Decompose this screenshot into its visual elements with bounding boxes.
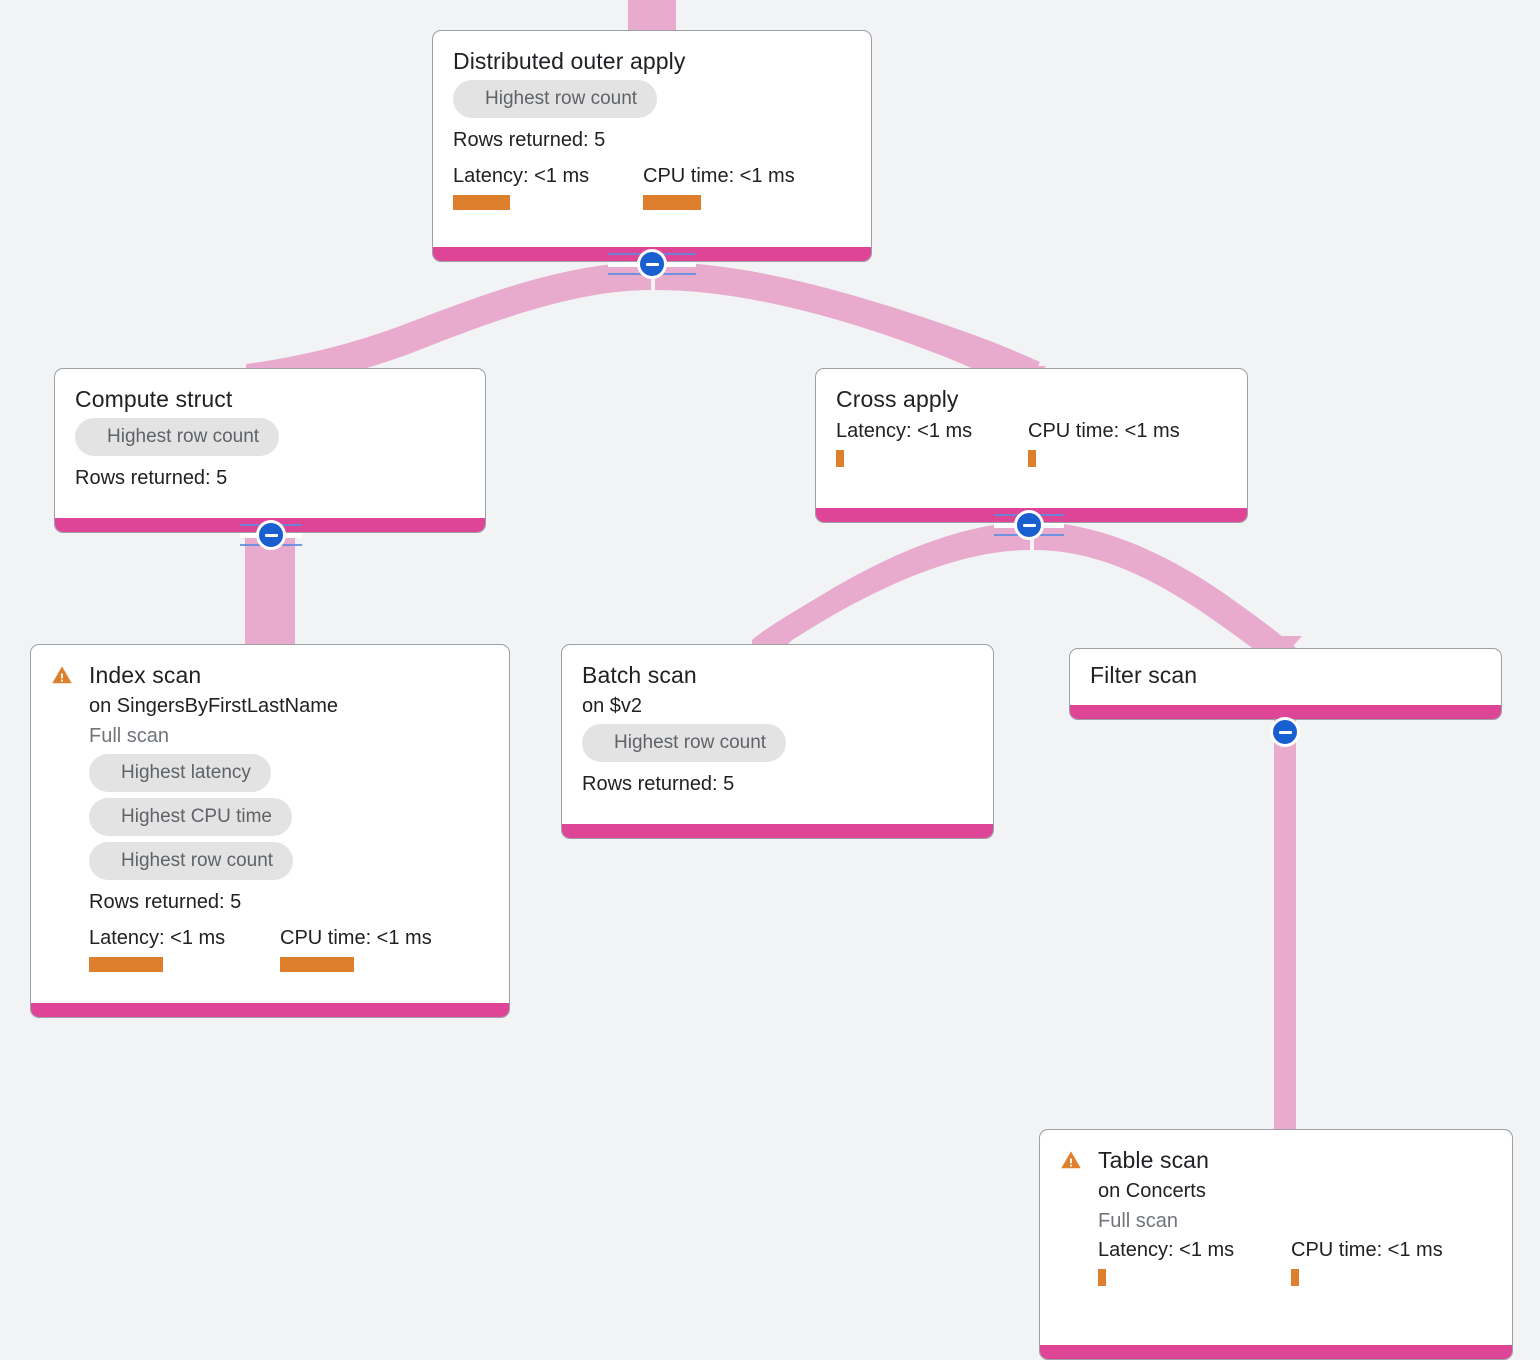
- metric-latency-bar: [1098, 1269, 1106, 1286]
- node-subtitle: on $v2: [582, 695, 643, 717]
- node-body: Batch scan on $v2 Highest row count Rows…: [562, 645, 993, 824]
- node-title: Cross apply: [836, 386, 959, 412]
- node-full-scan-label: Full scan: [89, 725, 170, 747]
- rows-returned-label: Rows returned: 5: [582, 773, 735, 795]
- rows-returned-label: Rows returned: 5: [453, 129, 606, 151]
- metric-latency-label: Latency: <1 ms: [89, 927, 226, 949]
- plan-node-cross-apply[interactable]: Cross apply Latency: <1 ms CPU time: <1 …: [815, 368, 1248, 523]
- node-title-row: Distributed outer apply: [453, 47, 851, 75]
- node-metrics: Latency: <1 ms CPU time: <1 ms: [453, 164, 851, 210]
- metric-latency-label: Latency: <1 ms: [1098, 1239, 1235, 1261]
- metric-cpu-time: CPU time: <1 ms: [1291, 1238, 1443, 1286]
- node-title: Index scan: [89, 662, 202, 688]
- node-details: on Concerts Full scan Latency: <1 ms CPU…: [1060, 1176, 1492, 1286]
- node-title: Table scan: [1098, 1147, 1209, 1173]
- node-metrics: Latency: <1 ms CPU time: <1 ms: [1098, 1238, 1492, 1286]
- metric-cpu-time-label: CPU time: <1 ms: [1291, 1239, 1443, 1261]
- node-subtitle: on Concerts: [1098, 1180, 1206, 1202]
- badge-highest-latency: Highest latency: [89, 754, 271, 792]
- node-bottom-bar: [1040, 1345, 1512, 1359]
- collapse-button-filter-scan[interactable]: [1270, 717, 1300, 747]
- node-metrics: Latency: <1 ms CPU time: <1 ms: [89, 926, 489, 972]
- metric-cpu-time-label: CPU time: <1 ms: [280, 927, 432, 949]
- plan-node-index-scan[interactable]: Index scan on SingersByFirstLastName Ful…: [30, 644, 510, 1018]
- node-bottom-bar: [31, 1003, 509, 1017]
- node-title-row: Index scan: [51, 661, 489, 689]
- node-title-row: Filter scan: [1090, 661, 1481, 689]
- node-body: Cross apply Latency: <1 ms CPU time: <1 …: [816, 369, 1247, 508]
- metric-latency: Latency: <1 ms: [836, 419, 1028, 467]
- node-title: Filter scan: [1090, 662, 1198, 688]
- node-title-row: Cross apply: [836, 385, 1227, 413]
- metric-latency-label: Latency: <1 ms: [836, 420, 973, 442]
- badge-highest-row-count: Highest row count: [453, 80, 658, 118]
- plan-node-distributed-outer-apply[interactable]: Distributed outer apply Highest row coun…: [432, 30, 872, 262]
- node-title-row: Compute struct: [75, 385, 465, 413]
- rows-returned-label: Rows returned: 5: [75, 467, 228, 489]
- node-details: on SingersByFirstLastName Full scan High…: [51, 691, 489, 972]
- node-bottom-bar: [562, 824, 993, 838]
- metric-cpu-time: CPU time: <1 ms: [1028, 419, 1180, 467]
- metric-latency-bar: [453, 195, 510, 210]
- warning-icon: [52, 666, 72, 684]
- node-title: Compute struct: [75, 386, 233, 412]
- metric-cpu-time-bar: [1291, 1269, 1299, 1286]
- node-title-row: Batch scan: [582, 661, 973, 689]
- node-body: Index scan on SingersByFirstLastName Ful…: [31, 645, 509, 1003]
- node-subtitle: on SingersByFirstLastName: [89, 695, 338, 717]
- node-body: Compute struct Highest row count Rows re…: [55, 369, 485, 518]
- rows-returned-label: Rows returned: 5: [89, 891, 242, 913]
- collapse-button-cross-apply[interactable]: [1014, 510, 1044, 540]
- metric-latency-bar: [89, 957, 163, 972]
- collapse-button-compute-struct[interactable]: [256, 520, 286, 550]
- node-body: Filter scan: [1070, 649, 1501, 705]
- node-metrics: Latency: <1 ms CPU time: <1 ms: [836, 419, 1227, 467]
- metric-latency-bar: [836, 450, 844, 467]
- metric-cpu-time: CPU time: <1 ms: [280, 926, 432, 972]
- badge-highest-cpu-time: Highest CPU time: [89, 798, 292, 836]
- edge-cross-apply-to-filter-scan: [1034, 522, 1296, 668]
- node-title: Batch scan: [582, 662, 697, 688]
- node-title-row: Table scan: [1060, 1146, 1492, 1174]
- metric-cpu-time-label: CPU time: <1 ms: [1028, 420, 1180, 442]
- node-title: Distributed outer apply: [453, 48, 686, 74]
- metric-latency: Latency: <1 ms: [1098, 1238, 1291, 1286]
- node-body: Distributed outer apply Highest row coun…: [433, 31, 871, 247]
- node-full-scan-label: Full scan: [1098, 1210, 1179, 1232]
- metric-cpu-time-bar: [280, 957, 354, 972]
- plan-node-batch-scan[interactable]: Batch scan on $v2 Highest row count Rows…: [561, 644, 994, 839]
- node-bottom-bar: [1070, 705, 1501, 719]
- metric-cpu-time-bar: [1028, 450, 1036, 467]
- collapse-button-distributed-outer-apply[interactable]: [637, 249, 667, 279]
- metric-latency-label: Latency: <1 ms: [453, 165, 590, 187]
- node-body: Table scan on Concerts Full scan Latency…: [1040, 1130, 1512, 1345]
- edge-root-to-distributed-outer-apply: [628, 0, 676, 32]
- metric-latency: Latency: <1 ms: [89, 926, 280, 972]
- badge-highest-row-count: Highest row count: [582, 724, 787, 762]
- metric-cpu-time: CPU time: <1 ms: [643, 164, 795, 210]
- plan-node-filter-scan[interactable]: Filter scan: [1069, 648, 1502, 720]
- warning-icon: [1061, 1151, 1081, 1169]
- edge-filter-scan-to-table-scan: [1274, 718, 1296, 1140]
- metric-latency: Latency: <1 ms: [453, 164, 643, 210]
- metric-cpu-time-bar: [643, 195, 701, 210]
- badge-highest-row-count: Highest row count: [89, 842, 294, 880]
- plan-node-compute-struct[interactable]: Compute struct Highest row count Rows re…: [54, 368, 486, 533]
- plan-node-table-scan[interactable]: Table scan on Concerts Full scan Latency…: [1039, 1129, 1513, 1360]
- metric-cpu-time-label: CPU time: <1 ms: [643, 165, 795, 187]
- badge-highest-row-count: Highest row count: [75, 418, 280, 456]
